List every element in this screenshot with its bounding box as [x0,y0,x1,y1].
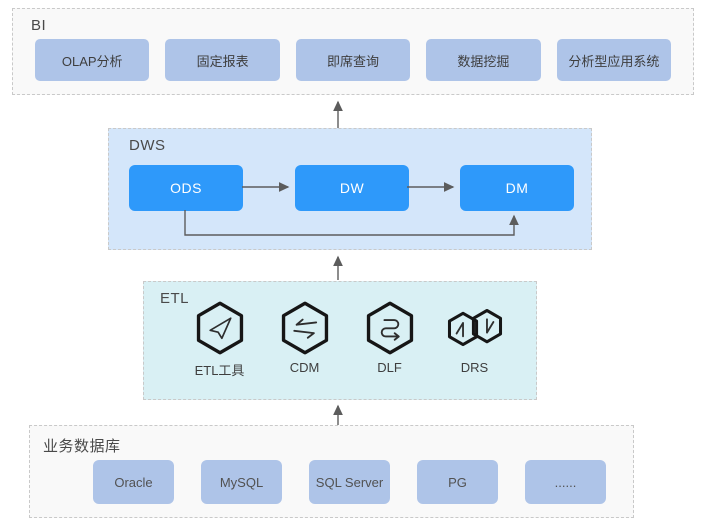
sync-double-hexagon-icon [440,299,510,357]
swap-arrows-hexagon-icon [277,299,333,357]
dws-layer-title: DWS [129,137,166,154]
db-chip-sqlserver: SQL Server [309,460,390,504]
drs-tool-label: DRS [460,360,489,375]
business-db-layer-title: 业务数据库 [43,438,121,455]
etl-tool-label: ETL工具 [194,363,245,378]
bi-items-row: OLAP分析 固定报表 即席查询 数据挖掘 分析型应用系统 [35,39,672,81]
dlf-tool-label: DLF [377,360,402,375]
etl-tool-item: ETL工具 [177,299,262,379]
bi-chip-analytic-app: 分析型应用系统 [556,39,672,81]
cdm-tool-label: CDM [289,360,320,375]
dlf-tool-item: DLF [347,299,432,379]
bi-chip-adhoc-query: 即席查询 [295,39,411,81]
send-plane-hexagon-icon [192,299,248,357]
bi-layer: BI OLAP分析 固定报表 即席查询 数据挖掘 分析型应用系统 [12,8,694,95]
cdm-tool-item: CDM [262,299,347,379]
bi-chip-olap: OLAP分析 [35,39,150,81]
bi-chip-fixed-report: 固定报表 [165,39,280,81]
db-items-row: Oracle MySQL SQL Server PG ...... [93,460,606,504]
etl-layer: ETL ETL工具 C [143,281,537,400]
db-chip-others: ...... [525,460,606,504]
etl-layer-title: ETL [160,290,190,307]
pipeline-arrow-hexagon-icon [362,299,418,357]
etl-tools-row: ETL工具 CDM [177,299,517,379]
db-chip-pg: PG [417,460,498,504]
bi-chip-data-mining: 数据挖掘 [426,39,541,81]
dws-node-dm: DM [460,165,574,211]
bi-layer-title: BI [31,17,47,34]
db-chip-mysql: MySQL [201,460,282,504]
drs-tool-item: DRS [432,299,517,379]
business-db-layer: 业务数据库 Oracle MySQL SQL Server PG ...... [29,425,634,518]
db-chip-oracle: Oracle [93,460,174,504]
dws-layer: DWS ODS DW DM [108,128,592,250]
dws-node-dw: DW [295,165,409,211]
dws-node-ods: ODS [129,165,243,211]
